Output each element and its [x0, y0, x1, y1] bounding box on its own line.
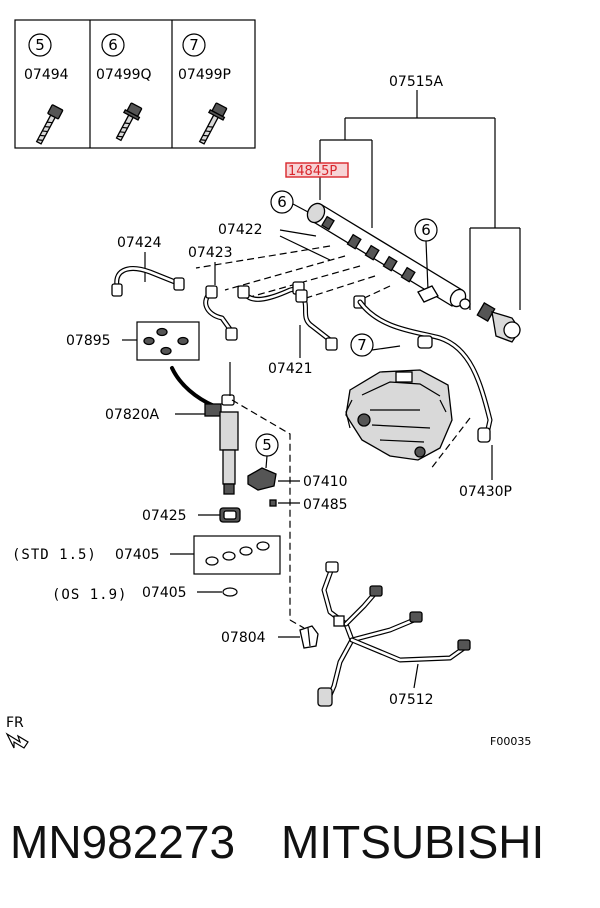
- footer-brand: MITSUBISHI: [281, 816, 545, 868]
- injector-seal-07425: [219, 507, 241, 523]
- label-07424: 07424: [117, 235, 162, 251]
- legend-code-07494: 07494: [24, 67, 69, 83]
- common-rail: [306, 202, 471, 310]
- legend-num-7: 7: [189, 36, 199, 54]
- label-07425: 07425: [142, 508, 187, 524]
- legend-code-07499P: 07499P: [178, 67, 231, 83]
- bolt-icon: [35, 104, 64, 145]
- label-07405-os-note: (OS 1.9): [52, 587, 127, 603]
- footer-part-number: MN982273: [10, 816, 236, 868]
- injection-pipe-07421: [295, 289, 366, 351]
- label-07405-std: 07405: [115, 547, 160, 563]
- part-07485-icon: [269, 499, 277, 507]
- injection-pipe-07422: [237, 281, 305, 302]
- washer-07405-os-icon: [222, 587, 238, 597]
- legend-num-5: 5: [35, 36, 45, 54]
- rail-bracket: [417, 285, 439, 303]
- label-07895: 07895: [66, 333, 111, 349]
- label-fr: FR: [6, 715, 24, 731]
- highlight-14845P[interactable]: 14845P: [285, 162, 349, 179]
- label-07485: 07485: [303, 497, 348, 513]
- label-07421: 07421: [268, 361, 313, 377]
- label-07804: 07804: [221, 630, 266, 646]
- bracket-07515A: [320, 90, 521, 310]
- injection-pipe-07423: [203, 285, 238, 341]
- fuel-supply-pump: [345, 369, 453, 461]
- callout-circle-7: [350, 333, 374, 357]
- label-07820A: 07820A: [105, 407, 160, 423]
- label-07405-std-note: (STD 1.5): [12, 547, 97, 563]
- fastener-legend: 5 07494 6 07499Q 7 07499P: [14, 19, 256, 149]
- flange-bolt-long-icon: [198, 102, 228, 145]
- washer-kit-07895: [136, 321, 200, 361]
- callout-num-7: 7: [357, 336, 367, 354]
- callout-num-6-right: 6: [421, 221, 431, 239]
- fuel-injector-07820A: [170, 366, 239, 495]
- label-07422: 07422: [218, 222, 263, 238]
- label-07405-os: 07405: [142, 585, 187, 601]
- injection-pipe-07424: [111, 266, 185, 297]
- flange-bolt-icon: [115, 102, 143, 142]
- footer: MN982273 MITSUBISHI: [10, 812, 590, 872]
- harness-clip-07804: [299, 625, 319, 649]
- injector-harness-07512: [317, 561, 471, 707]
- label-14845P: 14845P: [288, 164, 337, 179]
- callout-num-5: 5: [262, 436, 272, 454]
- label-07423: 07423: [188, 245, 233, 261]
- callout-circle-6: [270, 190, 294, 214]
- label-07430P: 07430P: [459, 484, 512, 500]
- fuel-pipe-07430P: [357, 299, 493, 443]
- legend-num-6: 6: [108, 36, 118, 54]
- legend-item-7: 7 07499P: [178, 33, 231, 145]
- injector-clamp-07410: [247, 467, 277, 491]
- label-07512: 07512: [389, 692, 434, 708]
- legend-item-5: 5 07494: [24, 33, 69, 145]
- figure-code: F00035: [490, 735, 531, 748]
- label-07410: 07410: [303, 474, 348, 490]
- legend-code-07499Q: 07499Q: [96, 67, 152, 83]
- washer-set-07405-std: [193, 535, 281, 575]
- label-07515A: 07515A: [389, 74, 444, 90]
- pressure-limiter: [476, 302, 521, 343]
- callout-num-6-top: 6: [277, 193, 287, 211]
- front-direction-arrow-icon: [5, 732, 29, 749]
- legend-item-6: 6 07499Q: [96, 33, 152, 142]
